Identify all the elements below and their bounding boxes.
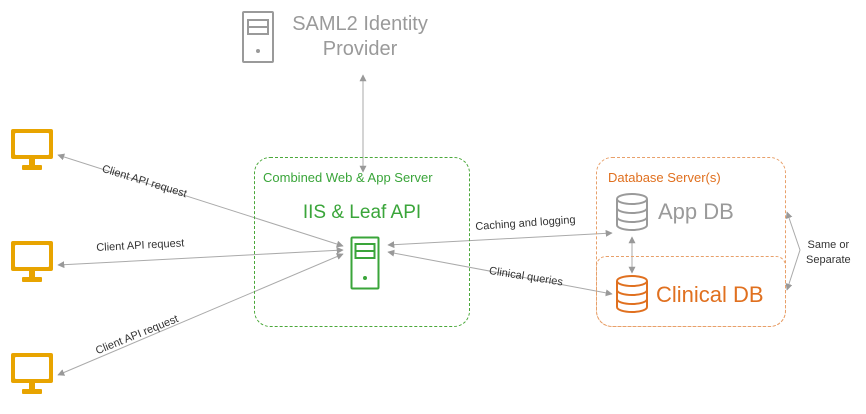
same-separate-arrow bbox=[785, 211, 801, 291]
idp-line2: Provider bbox=[322, 38, 398, 60]
app-db-label: App DB bbox=[658, 199, 734, 224]
monitor-icon bbox=[11, 129, 53, 170]
web-app-server-title: Combined Web & App Server bbox=[263, 170, 433, 185]
idp-line1: SAML2 Identity bbox=[292, 13, 428, 35]
caching-arrow bbox=[387, 229, 613, 249]
idp-label: SAML2 Identity Provider bbox=[280, 12, 440, 62]
clinical-arrow bbox=[387, 249, 613, 297]
web-app-server-group bbox=[254, 157, 470, 327]
database-icon bbox=[616, 275, 648, 313]
monitor-icon bbox=[11, 353, 53, 394]
database-icon bbox=[616, 193, 648, 231]
same-separate-line1: Same or bbox=[807, 239, 850, 251]
same-separate-label: Same or Separate bbox=[806, 238, 851, 268]
server-icon bbox=[350, 236, 380, 290]
clinical-db-label: Clinical DB bbox=[656, 282, 764, 307]
same-separate-line2: Separate bbox=[806, 254, 851, 266]
client-3-arrow bbox=[57, 253, 344, 376]
database-server-title: Database Server(s) bbox=[608, 170, 721, 185]
server-icon bbox=[242, 11, 274, 63]
clinical-db-inner-box bbox=[596, 256, 786, 327]
web-app-server-name: IIS & Leaf API bbox=[302, 202, 422, 223]
client-1-arrow bbox=[57, 153, 344, 248]
monitor-icon bbox=[11, 241, 53, 282]
